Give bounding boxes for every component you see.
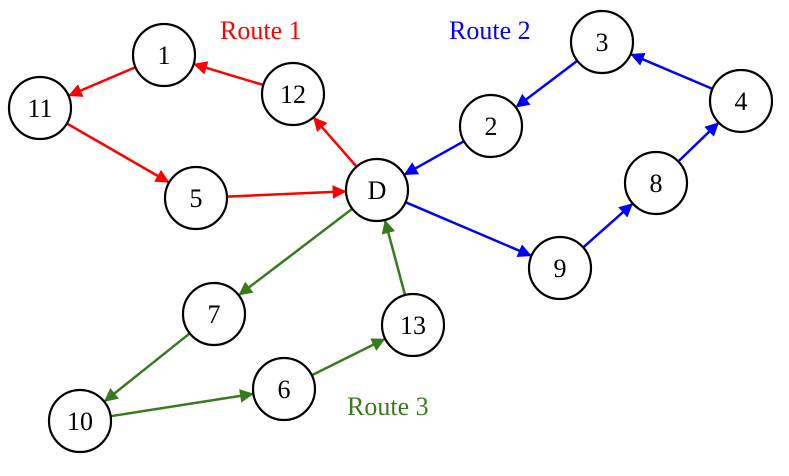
node-label: D [368, 176, 387, 205]
edge-5-to-D [226, 185, 347, 199]
node-D: D [344, 157, 410, 223]
node-label: 3 [596, 28, 609, 57]
edge-10-to-6 [110, 389, 254, 418]
node-13: 13 [380, 292, 446, 358]
node-label: 2 [485, 112, 498, 141]
node-3: 3 [569, 9, 635, 75]
route-1-label: Route 1 [220, 16, 302, 45]
node-circle [163, 165, 229, 231]
node-label: 9 [554, 254, 567, 283]
node-label: 12 [280, 80, 306, 109]
node-6: 6 [251, 356, 317, 422]
node-4: 4 [708, 68, 774, 134]
edge-2-to-D [403, 140, 465, 176]
edge-4-to-3 [630, 53, 713, 91]
node-circle [181, 281, 247, 347]
node-label: 7 [208, 300, 221, 329]
node-9: 9 [527, 235, 593, 301]
node-1: 1 [131, 22, 197, 88]
node-8: 8 [623, 150, 689, 216]
edge-12-to-1 [193, 61, 264, 87]
node-7: 7 [181, 281, 247, 347]
edge-6-to-13 [311, 338, 386, 377]
node-circle [708, 68, 774, 134]
edges-layer [66, 53, 719, 418]
node-circle [623, 150, 689, 216]
node-circle [47, 388, 113, 454]
edge-13-to-D [381, 219, 407, 296]
node-label: 11 [27, 94, 52, 123]
node-circle [527, 235, 593, 301]
edge-7-to-10 [103, 332, 191, 402]
node-circle [131, 22, 197, 88]
node-2: 2 [458, 93, 524, 159]
edge-9-to-8 [582, 203, 634, 249]
node-label: 13 [400, 311, 426, 340]
edge-D-to-7 [238, 207, 354, 296]
node-circle [380, 292, 446, 358]
node-label: 6 [278, 375, 291, 404]
node-circle [7, 75, 73, 141]
edge-8-to-4 [677, 122, 719, 163]
node-label: 1 [158, 41, 171, 70]
node-5: 5 [163, 165, 229, 231]
node-11: 11 [7, 75, 73, 141]
edge-D-to-12 [313, 117, 358, 168]
route-2-label: Route 2 [449, 16, 531, 45]
node-circle [251, 356, 317, 422]
edge-1-to-11 [68, 66, 136, 97]
edge-D-to-9 [405, 201, 532, 257]
node-label: 10 [67, 407, 93, 436]
route-labels-layer: Route 1 Route 2 Route 3 [220, 16, 531, 421]
node-label: 8 [650, 169, 663, 198]
node-label: 4 [735, 87, 748, 116]
edge-11-to-5 [66, 122, 170, 184]
node-circle [458, 93, 524, 159]
node-circle [260, 61, 326, 127]
node-circle [344, 157, 410, 223]
node-12: 12 [260, 61, 326, 127]
node-10: 10 [47, 388, 113, 454]
node-label: 5 [190, 184, 203, 213]
node-circle [569, 9, 635, 75]
edge-3-to-2 [515, 59, 579, 108]
route-3-label: Route 3 [347, 392, 429, 421]
